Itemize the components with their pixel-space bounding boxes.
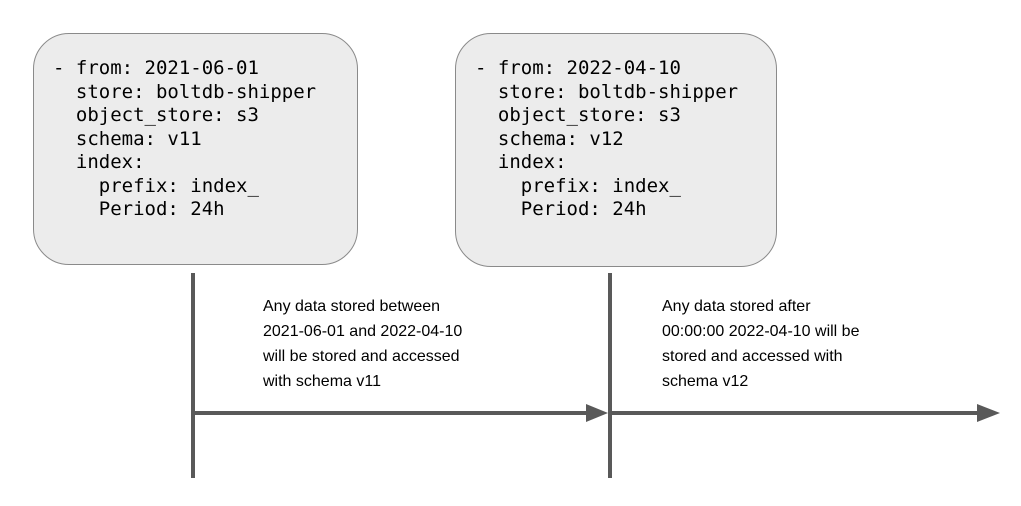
annotation-v11-period: Any data stored between 2021-06-01 and 2… bbox=[263, 298, 463, 390]
schema-config-box-v11: - from: 2021-06-01 store: boltdb-shipper… bbox=[33, 33, 358, 265]
annotation-v12-period: Any data stored after 00:00:00 2022-04-1… bbox=[662, 298, 860, 390]
schema-config-yaml-v12: - from: 2022-04-10 store: boltdb-shipper… bbox=[475, 57, 739, 220]
arrow-head-v11-period-icon bbox=[586, 404, 608, 422]
schema-config-yaml-v11: - from: 2021-06-01 store: boltdb-shipper… bbox=[53, 57, 317, 220]
arrow-head-v12-period-icon bbox=[977, 404, 1000, 422]
schema-config-box-v12: - from: 2022-04-10 store: boltdb-shipper… bbox=[455, 33, 777, 267]
